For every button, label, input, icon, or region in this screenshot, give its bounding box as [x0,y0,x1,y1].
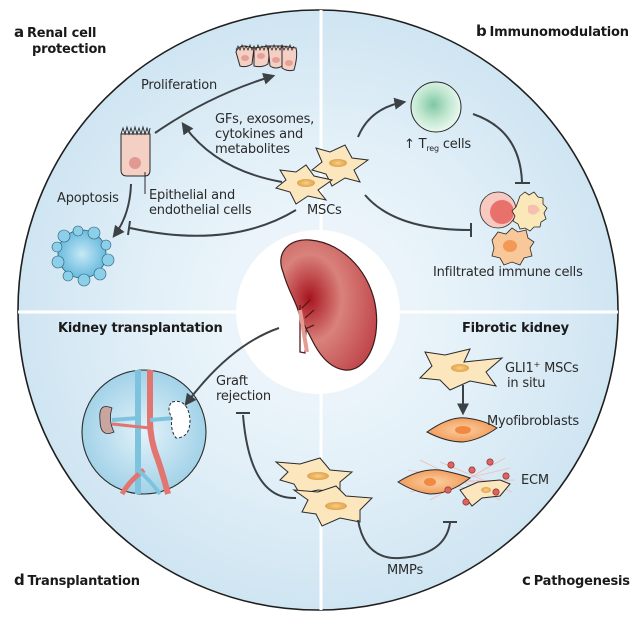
immune-cells [479,191,548,266]
mscs-label: MSCs [307,203,342,218]
treg-cells-label: ↑ Treg cells [404,137,471,153]
myofibroblast [426,417,498,443]
kidney-transplantation-subtitle: Kidney transplantation [58,321,223,336]
rejection-inhibition [242,414,297,500]
epithelial-endothelial-label: Epithelial and endothelial cells [149,188,252,218]
gli1-msc [418,348,504,391]
kidney-illustration [280,239,378,371]
graft-rejection-arrow [184,327,280,406]
proliferation-arrow [154,73,276,134]
transplant-lens [81,369,207,496]
inhibition-bar [127,220,131,236]
apoptosis-arrow [112,183,132,238]
epithelial-cell [120,125,151,177]
apoptotic-cell [51,225,115,287]
proliferation-label: Proliferation [141,78,218,93]
gli1-mscs-label: GLI1+ MSCs in situ [505,360,579,391]
apoptosis-inhibition [129,209,297,237]
treg-induction-arrow [357,97,407,138]
msc-cluster-bottom [274,457,374,527]
panel-letter: c [522,571,531,589]
treg-cell [410,81,462,133]
mmp-inhibition [357,519,451,560]
mmp-dots [444,458,510,506]
epithelial-monolayer [235,43,298,72]
treg-inhibition [472,113,523,183]
myofibroblasts-label: Myofibroblasts [487,414,579,429]
apoptosis-label: Apoptosis [57,191,119,206]
panel-letter: d [14,571,25,589]
infiltrated-immune-cells-label: Infiltrated immune cells [433,265,583,280]
graft-rejection-label: Graft rejection [216,374,271,404]
secretion-arrow [181,122,283,183]
ecm-label: ECM [521,473,549,488]
mmps-label: MMPs [387,563,424,578]
ecm-cells [397,469,511,507]
immune-inhibition [364,194,471,231]
secreted-factors-label: GFs, exosomes, cytokines and metabolites [215,112,315,157]
fibrotic-kidney-subtitle: Fibrotic kidney [462,321,569,336]
panel-letter: a [14,23,24,41]
msc-cluster-top [274,144,370,205]
panel-letter: b [476,22,487,40]
